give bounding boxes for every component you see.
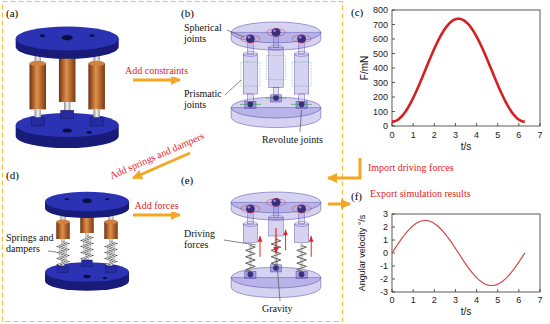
annotation: Driving forces [184, 228, 226, 250]
spring-model [45, 192, 129, 291]
tick-label: -3 [380, 287, 388, 297]
tick-label: 100 [373, 107, 388, 117]
tick-label: 3 [453, 295, 458, 305]
arrow-label: Import driving forces [366, 162, 456, 174]
tick-label: 500 [373, 49, 388, 59]
tick-label: 800 [373, 5, 388, 15]
tick-label: 1 [383, 235, 388, 245]
axis-title: t/s [461, 141, 472, 152]
group-frame [3, 2, 343, 322]
tick-label: 7 [537, 130, 542, 140]
panel-label: (e) [181, 174, 193, 187]
tick-label: 200 [373, 92, 388, 102]
tick-label: 4 [474, 130, 479, 140]
constrained-model [231, 22, 321, 128]
arrow-label: Add forces [132, 200, 180, 212]
axis-title: t/s [461, 306, 472, 317]
tick-label: 700 [373, 20, 388, 30]
charts [392, 10, 540, 292]
tick-label: -2 [380, 274, 388, 284]
leader-lines [48, 30, 302, 301]
line-chart [392, 214, 540, 292]
panel-label: (f) [351, 190, 362, 203]
panel-label: (b) [181, 7, 194, 20]
tick-label: 1 [411, 130, 416, 140]
tick-label: 5 [495, 130, 500, 140]
annotation: Revolute joints [262, 134, 323, 145]
figure-panel: (a) [5, 3, 133, 153]
force-model [231, 192, 321, 298]
tick-label: 600 [373, 34, 388, 44]
line-chart [392, 10, 540, 126]
axis-ticks [392, 214, 540, 292]
process-arrow [133, 79, 180, 82]
tick-label: 6 [516, 130, 521, 140]
arrow-label: Export simulation results [368, 188, 473, 200]
mechanism-model [16, 27, 119, 148]
axis-ticks [392, 10, 540, 126]
plot-frame [392, 10, 540, 126]
panel-label: (c) [351, 6, 363, 19]
arrow-label: Add constraints [123, 65, 190, 77]
process-arrow [133, 214, 180, 217]
tick-label: 5 [495, 295, 500, 305]
process-arrow [328, 158, 360, 178]
data-curve [392, 221, 525, 286]
annotation: Springs and dampers [6, 232, 60, 254]
annotation: Gravity [262, 303, 293, 314]
plot-frame [392, 214, 540, 292]
tick-label: 0 [389, 295, 394, 305]
tick-label: 2 [432, 130, 437, 140]
tick-label: 0 [389, 130, 394, 140]
tick-label: 300 [373, 78, 388, 88]
tick-label: 4 [474, 295, 479, 305]
tick-label: 400 [373, 63, 388, 73]
data-curve [392, 19, 525, 122]
tick-label: 0 [383, 248, 388, 258]
tick-label: 2 [383, 222, 388, 232]
tick-label: 2 [432, 295, 437, 305]
axis-title: Angular velocity °/s [357, 215, 367, 292]
axis-title: F/mN [359, 56, 370, 80]
process-arrow [328, 203, 350, 206]
tick-label: -1 [380, 261, 388, 271]
panel-label: (d) [6, 169, 19, 182]
tick-label: 6 [516, 295, 521, 305]
tick-label: 0 [383, 121, 388, 131]
tick-label: 7 [537, 295, 542, 305]
panel-label: (a) [6, 7, 18, 20]
annotation: Prismatic joints [184, 88, 230, 110]
tick-label: 1 [411, 295, 416, 305]
annotation: Spherical joints [184, 22, 230, 44]
tick-label: 3 [383, 209, 388, 219]
tick-label: 3 [453, 130, 458, 140]
